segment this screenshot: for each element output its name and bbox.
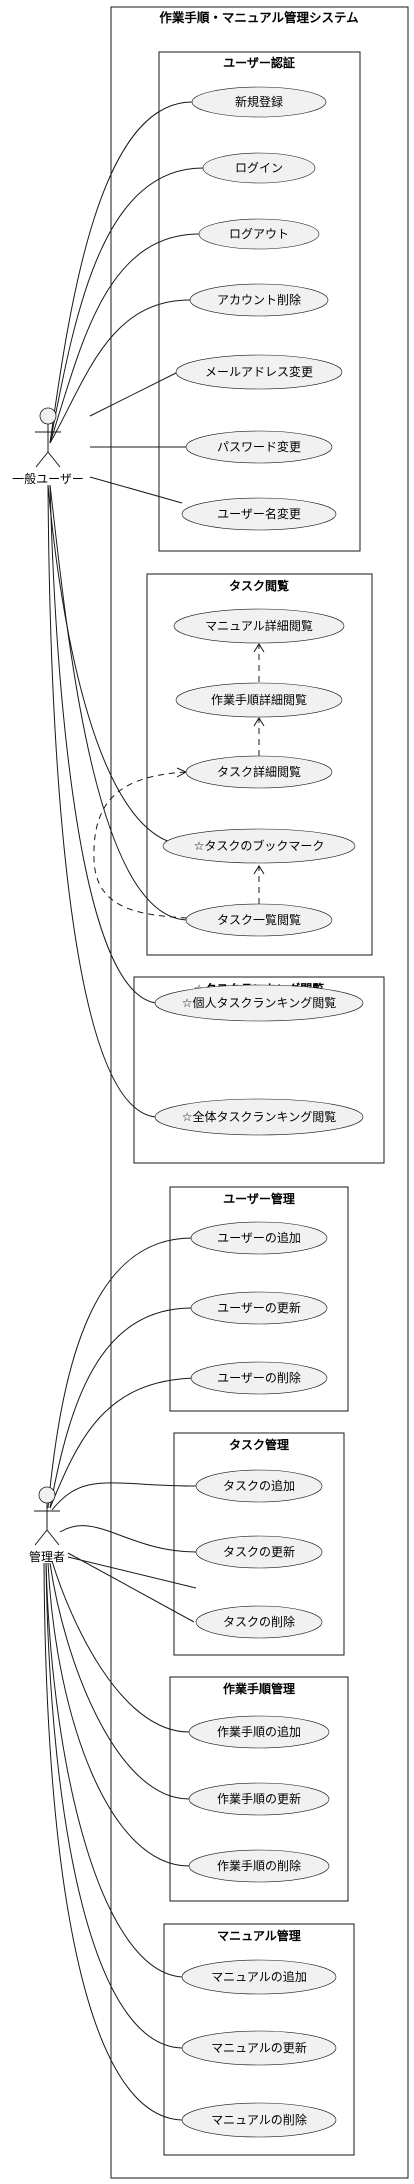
use-case-overall-ranking[interactable]: ☆全体タスクランキング閲覧 — [154, 1098, 364, 1136]
package-task-mgmt-title: タスク管理 — [229, 1437, 289, 1452]
use-case-manual-delete[interactable]: マニュアルの削除 — [181, 2102, 337, 2138]
use-case-label: ☆全体タスクランキング閲覧 — [182, 1109, 336, 1124]
use-case-label: タスクの更新 — [223, 1544, 295, 1559]
use-case-task-delete[interactable]: タスクの削除 — [195, 1605, 323, 1639]
actor-label: 管理者 — [29, 1549, 65, 1564]
use-case-label: ログイン — [235, 161, 283, 175]
association-line — [45, 1562, 183, 1978]
use-case-label: ユーザーの削除 — [217, 1370, 301, 1385]
use-case-password-change[interactable]: パスワード変更 — [185, 430, 333, 464]
actor-general-user[interactable]: 一般ユーザー — [12, 407, 84, 486]
association-line — [89, 371, 179, 417]
use-case-task-list-view[interactable]: タスク一覧閲覧 — [185, 903, 333, 937]
package-task-view-title: タスク閲覧 — [229, 578, 289, 593]
association-line — [49, 167, 204, 444]
dependency-line — [93, 771, 188, 919]
use-case-label: マニュアルの追加 — [211, 1969, 307, 1984]
use-case-procedure-delete[interactable]: 作業手順の削除 — [188, 1849, 330, 1883]
use-case-label: 作業手順の更新 — [217, 1791, 301, 1806]
use-case-manual-add[interactable]: マニュアルの追加 — [181, 1959, 337, 1995]
use-case-procedure-update[interactable]: 作業手順の更新 — [188, 1782, 330, 1816]
use-case-user-add[interactable]: ユーザーの追加 — [190, 1221, 328, 1255]
use-case-procedure-add[interactable]: 作業手順の追加 — [188, 1715, 330, 1749]
use-case-label: ユーザー名変更 — [217, 506, 301, 521]
use-case-label: ☆個人タスクランキング閲覧 — [182, 996, 336, 1010]
admin-associations — [43, 1237, 197, 2121]
association-line — [49, 484, 157, 1004]
general-user-associations — [47, 101, 204, 1118]
package-auth-title: ユーザー認証 — [223, 55, 295, 70]
package-procedure-mgmt-title: 作業手順管理 — [223, 1681, 295, 1696]
use-case-user-update[interactable]: ユーザーの更新 — [190, 1291, 328, 1325]
use-case-manual-detail-view[interactable]: マニュアル詳細閲覧 — [173, 608, 345, 644]
association-line — [47, 484, 184, 846]
use-case-username-change[interactable]: ユーザー名変更 — [181, 497, 337, 531]
use-case-login[interactable]: ログイン — [202, 152, 316, 184]
association-line — [49, 1307, 193, 1509]
use-case-label: 新規登録 — [235, 94, 283, 109]
use-case-personal-ranking[interactable]: ☆個人タスクランキング閲覧 — [154, 984, 364, 1022]
association-line — [67, 1552, 195, 1623]
use-case-task-add[interactable]: タスクの追加 — [195, 1469, 323, 1503]
association-line — [49, 233, 200, 444]
use-case-task-detail-view[interactable]: タスク詳細閲覧 — [185, 755, 333, 789]
use-case-user-delete[interactable]: ユーザーの削除 — [190, 1361, 328, 1395]
actor-icon — [35, 407, 61, 468]
association-line — [49, 1377, 197, 1509]
actor-admin[interactable]: 管理者 — [29, 1486, 65, 1564]
arrowhead — [253, 865, 265, 875]
use-case-label: タスク詳細閲覧 — [217, 764, 301, 779]
association-line — [49, 101, 193, 444]
use-case-manual-update[interactable]: マニュアルの更新 — [181, 2030, 337, 2066]
association-line — [45, 1562, 183, 2049]
actor-icon — [34, 1486, 60, 1546]
use-case-new-registration[interactable]: 新規登録 — [191, 86, 327, 118]
arrowhead — [253, 717, 265, 727]
use-case-account-delete[interactable]: アカウント削除 — [189, 283, 329, 317]
use-case-label: ユーザーの追加 — [217, 1230, 301, 1245]
use-case-procedure-detail-view[interactable]: 作業手順詳細閲覧 — [175, 682, 343, 718]
association-line — [47, 484, 157, 1118]
use-case-label: マニュアルの削除 — [211, 2112, 307, 2127]
package-user-mgmt-title: ユーザー管理 — [223, 1191, 295, 1206]
use-case-label: メールアドレス変更 — [205, 364, 313, 379]
association-line — [49, 1562, 190, 1800]
use-case-label: タスクの削除 — [223, 1614, 295, 1629]
association-line — [67, 1556, 197, 1589]
use-case-label: パスワード変更 — [217, 439, 301, 454]
package-manual-mgmt-title: マニュアル管理 — [217, 1928, 301, 1943]
use-case-task-update[interactable]: タスクの更新 — [195, 1535, 323, 1569]
association-line — [51, 1560, 190, 1733]
use-case-label: マニュアル詳細閲覧 — [205, 618, 313, 633]
association-line — [89, 476, 183, 504]
system-title: 作業手順・マニュアル管理システム — [159, 10, 359, 25]
use-case-email-change[interactable]: メールアドレス変更 — [175, 354, 343, 390]
arrowhead — [253, 643, 265, 653]
use-case-label: タスクの追加 — [223, 1478, 295, 1493]
use-case-label: アカウント削除 — [217, 292, 301, 307]
use-case-logout[interactable]: ログアウト — [198, 218, 320, 250]
use-case-label: 作業手順詳細閲覧 — [211, 692, 307, 707]
use-case-label: タスク一覧閲覧 — [217, 913, 301, 927]
use-case-label: マニュアルの更新 — [211, 2040, 307, 2055]
use-case-label: ユーザーの更新 — [217, 1300, 301, 1315]
association-line — [47, 1562, 190, 1867]
association-line — [43, 1562, 183, 2121]
use-case-task-bookmark[interactable]: ☆タスクのブックマーク — [162, 828, 356, 864]
use-case-label: 作業手順の追加 — [217, 1724, 301, 1739]
association-line — [59, 1525, 197, 1553]
association-line — [49, 484, 187, 921]
actor-label: 一般ユーザー — [12, 471, 84, 486]
association-line — [49, 299, 191, 444]
task-view-dependencies — [253, 643, 265, 904]
use-case-label: 作業手順の削除 — [217, 1858, 301, 1873]
use-case-label: ログアウト — [229, 227, 289, 241]
association-line — [47, 1237, 193, 1509]
association-line — [51, 1482, 197, 1511]
use-case-label: ☆タスクのブックマーク — [194, 838, 325, 853]
